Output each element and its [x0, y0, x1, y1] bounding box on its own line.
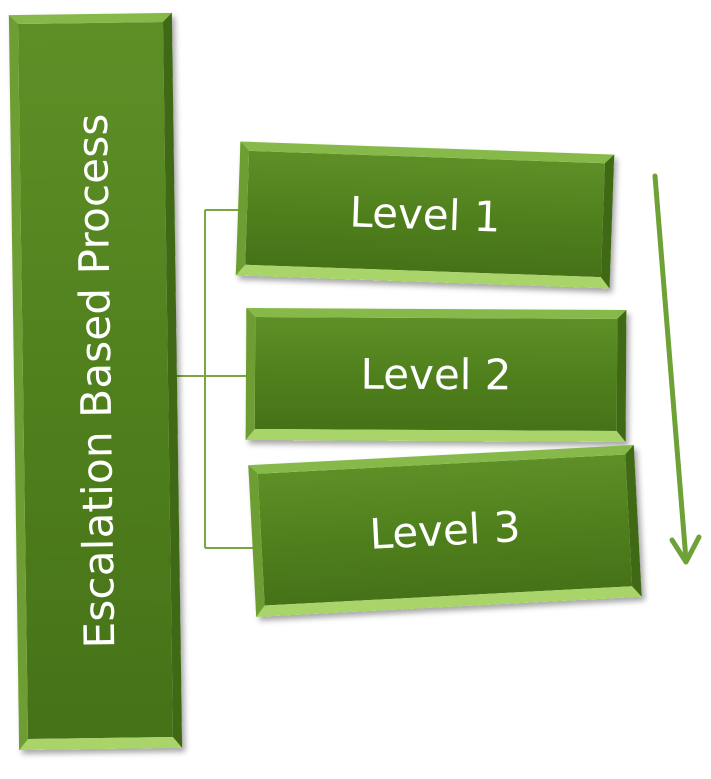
process-title-label: Escalation Based Process: [67, 112, 124, 649]
level-3-box: Level 3: [248, 445, 642, 617]
escalation-arrow-shaft: [652, 173, 689, 563]
process-title-box: Escalation Based Process: [8, 12, 183, 751]
level-3-label: Level 3: [368, 501, 522, 559]
escalation-arrow-head: [669, 534, 702, 565]
level-1-box: Level 1: [235, 141, 615, 289]
level-1-label: Level 1: [348, 186, 502, 242]
level-2-label: Level 2: [360, 349, 512, 399]
level-2-box: Level 2: [245, 308, 627, 442]
